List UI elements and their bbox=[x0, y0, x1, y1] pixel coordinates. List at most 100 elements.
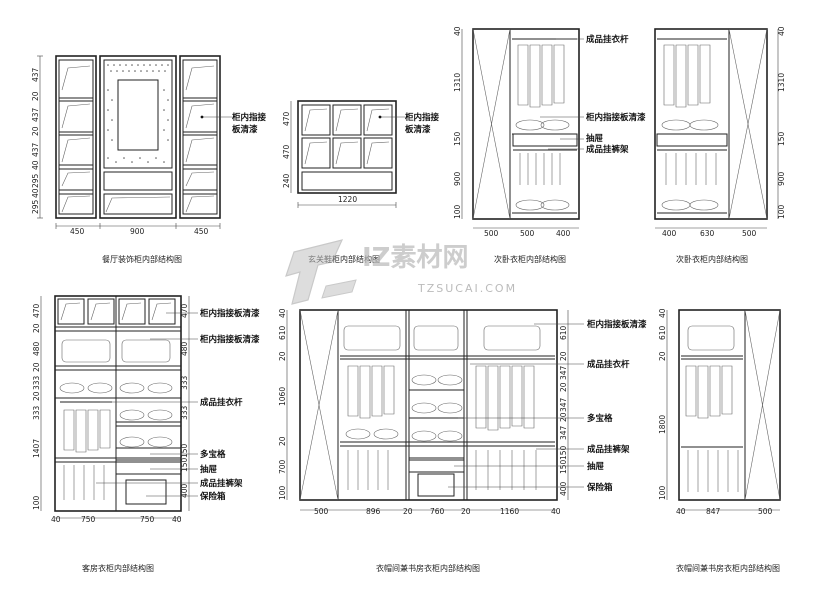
dim-height: 20 bbox=[278, 436, 287, 446]
bedroom-wardrobe-1-elevation: 500 500 400 40 1310 150 900 100 成品挂衣杆 柜内… bbox=[453, 26, 646, 264]
dim-height: 1060 bbox=[278, 387, 287, 406]
dim-width: 40 bbox=[551, 507, 561, 516]
dim-height: 400 bbox=[180, 483, 189, 498]
callout-label: 成品挂衣杆 bbox=[587, 359, 630, 370]
callout-label: 抽屉 bbox=[586, 133, 604, 144]
dim-height: 1800 bbox=[658, 415, 667, 434]
dim-width: 450 bbox=[194, 227, 209, 236]
dim-width: 20 bbox=[461, 507, 471, 516]
dim-height: 240 bbox=[282, 173, 291, 188]
dim-height: 40 bbox=[658, 308, 667, 318]
callout-label: 成品挂裤架 bbox=[586, 144, 629, 155]
dim-width: 500 bbox=[742, 229, 757, 238]
dim-width: 500 bbox=[314, 507, 329, 516]
dim-height: 480 bbox=[32, 341, 41, 356]
dim-height: 400 bbox=[559, 481, 568, 496]
callout-label: 成品挂裤架 bbox=[200, 478, 243, 489]
dim-width: 847 bbox=[706, 507, 721, 516]
dim-height: 20 bbox=[278, 351, 287, 361]
dim-height: 333 bbox=[180, 405, 189, 420]
dim-height: 150 bbox=[559, 459, 568, 474]
callout-label: 成品挂裤架 bbox=[587, 444, 630, 455]
callout-label: 板清漆 bbox=[232, 124, 258, 135]
dim-width: 500 bbox=[758, 507, 773, 516]
dim-height: 347 bbox=[559, 425, 568, 440]
dim-height: 347 bbox=[559, 365, 568, 380]
dim-height: 40 bbox=[777, 26, 786, 36]
dim-width: 40 bbox=[676, 507, 686, 516]
dim-height: 20 bbox=[658, 351, 667, 361]
dim-width: 760 bbox=[430, 507, 445, 516]
dim-height: 900 bbox=[453, 171, 462, 186]
dim-height: 333 bbox=[32, 375, 41, 390]
dim-height: 20 bbox=[559, 382, 568, 392]
dim-height: 347 bbox=[559, 397, 568, 412]
dim-height: 40 bbox=[31, 160, 40, 170]
dim-height: 470 bbox=[282, 111, 291, 126]
drawing-caption: 衣帽间兼书房衣柜内部结构图 bbox=[376, 563, 480, 573]
callout-label: 柜内指接板清漆 bbox=[199, 308, 260, 319]
dim-height: 610 bbox=[559, 325, 568, 340]
callout-label: 柜内指接板清漆 bbox=[585, 112, 646, 123]
dim-height: 470 bbox=[32, 303, 41, 318]
dim-height: 100 bbox=[453, 204, 462, 219]
dim-width: 750 bbox=[140, 515, 155, 524]
dim-height: 20 bbox=[31, 126, 40, 136]
callout-label: 板清漆 bbox=[405, 124, 431, 135]
drawing-caption: 玄关鞋柜内部结构图 bbox=[308, 254, 380, 264]
study-closet-elevation: 500 896 20 760 20 1160 40 40 610 20 1060… bbox=[278, 308, 647, 573]
dim-width: 750 bbox=[81, 515, 96, 524]
dim-width: 400 bbox=[556, 229, 571, 238]
drawing-caption: 餐厅装饰柜内部结构图 bbox=[102, 254, 182, 264]
dim-height: 150 bbox=[777, 131, 786, 146]
dim-height: 437 bbox=[31, 142, 40, 157]
callout-label: 抽屉 bbox=[200, 464, 218, 475]
callout-label: 柜内指接板清漆 bbox=[199, 334, 260, 345]
dim-height: 100 bbox=[32, 495, 41, 510]
callout-label: 保险箱 bbox=[199, 491, 226, 502]
dim-height: 100 bbox=[278, 485, 287, 500]
dim-width: 500 bbox=[484, 229, 499, 238]
study-closet-side-elevation: 40 847 500 40 610 20 1800 100 衣帽间兼书房衣柜内部… bbox=[658, 308, 781, 573]
dim-width: 896 bbox=[366, 507, 381, 516]
watermark-logo-icon bbox=[285, 239, 357, 305]
dim-height: 1407 bbox=[32, 439, 41, 458]
callout-label: 多宝格 bbox=[587, 413, 613, 424]
dim-height: 437 bbox=[31, 67, 40, 82]
dim-height: 150 bbox=[180, 457, 189, 472]
dim-width: 500 bbox=[520, 229, 535, 238]
dim-width: 900 bbox=[130, 227, 145, 236]
dim-height: 100 bbox=[658, 485, 667, 500]
dim-width: 40 bbox=[51, 515, 61, 524]
dim-height: 610 bbox=[658, 325, 667, 340]
dim-height: 20 bbox=[32, 362, 41, 372]
callout-label: 柜内指接板清漆 bbox=[586, 319, 647, 330]
dim-height: 100 bbox=[777, 204, 786, 219]
dim-height: 295 bbox=[31, 199, 40, 214]
dim-height: 700 bbox=[278, 459, 287, 474]
dim-height: 437 bbox=[31, 107, 40, 122]
dim-height: 1310 bbox=[777, 73, 786, 92]
dim-height: 150 bbox=[453, 131, 462, 146]
dim-height: 40 bbox=[453, 26, 462, 36]
watermark: IZ素材网 TZSUCAI.COM bbox=[285, 239, 515, 305]
callout-label: 成品挂衣杆 bbox=[586, 34, 629, 45]
drawing-caption: 衣帽间兼书房衣柜内部结构图 bbox=[676, 563, 780, 573]
dim-width: 1160 bbox=[500, 507, 519, 516]
dim-height: 333 bbox=[32, 405, 41, 420]
dim-width: 450 bbox=[70, 227, 85, 236]
dim-height: 480 bbox=[180, 341, 189, 356]
callout-label: 柜内指接 bbox=[231, 112, 267, 123]
dim-height: 20 bbox=[32, 323, 41, 333]
dim-height: 1310 bbox=[453, 73, 462, 92]
drawing-caption: 客房衣柜内部结构图 bbox=[82, 563, 154, 573]
callout-label: 抽屉 bbox=[587, 461, 605, 472]
dim-height: 470 bbox=[282, 144, 291, 159]
drawing-caption: 次卧衣柜内部结构图 bbox=[676, 254, 748, 264]
callout-label: 多宝格 bbox=[200, 449, 226, 460]
dim-height: 150 bbox=[180, 443, 189, 458]
dim-height: 40 bbox=[31, 188, 40, 198]
guest-wardrobe-elevation: 40 750 750 40 470 20 480 20 333 20 333 1… bbox=[32, 295, 260, 573]
dim-height: 470 bbox=[180, 303, 189, 318]
